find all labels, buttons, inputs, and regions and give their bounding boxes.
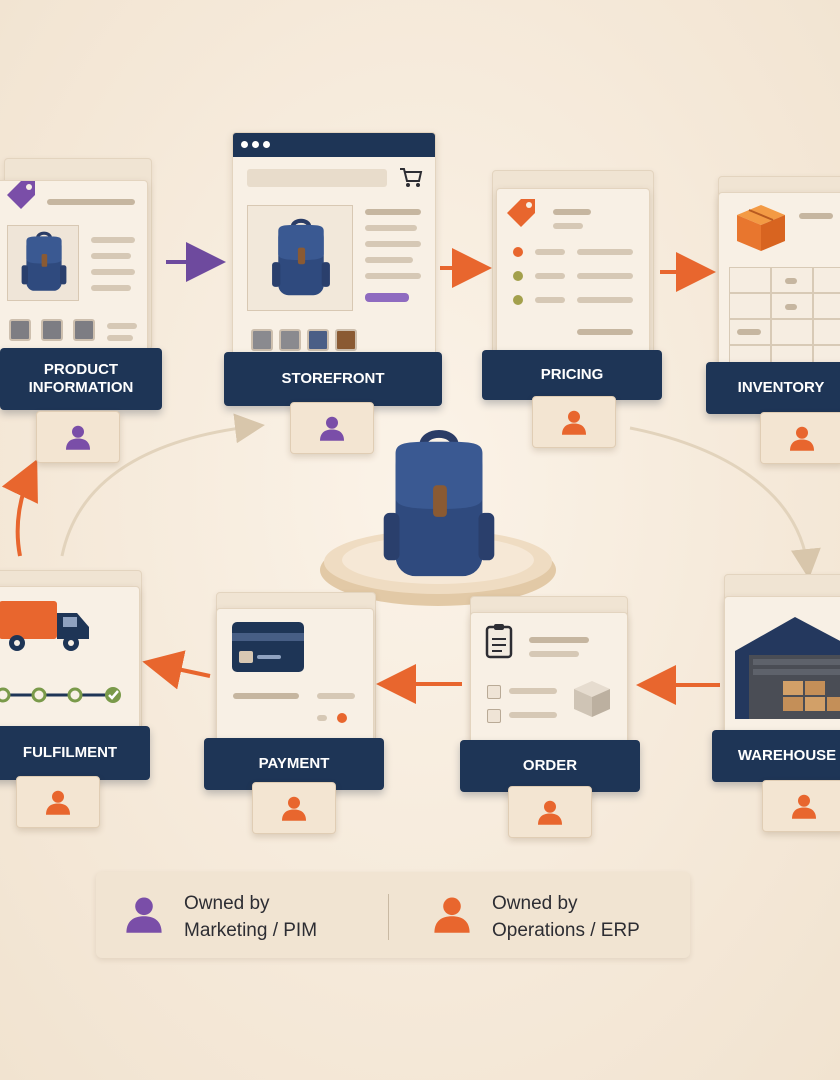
person-icon xyxy=(787,423,817,453)
browser-titlebar xyxy=(233,133,435,157)
legend-divider xyxy=(388,894,389,940)
add-to-cart-button[interactable] xyxy=(365,293,409,302)
owner-badge-operations xyxy=(16,776,100,828)
legend-marketing-line2: Marketing / PIM xyxy=(184,920,318,941)
stage-label-warehouse: WAREHOUSE xyxy=(712,730,840,782)
cycle-arc-right xyxy=(629,426,821,579)
person-icon xyxy=(535,797,565,827)
person-icon xyxy=(122,892,166,936)
price-tag-icon xyxy=(7,181,35,209)
cycle-arc-left xyxy=(60,413,265,557)
arrow-fulfilment-to-product xyxy=(1,459,38,557)
owner-badge-marketing xyxy=(290,402,374,454)
owner-badge-operations xyxy=(532,396,616,448)
center-product xyxy=(316,424,560,614)
credit-card-icon xyxy=(232,622,304,672)
product-image xyxy=(247,205,353,311)
product-image xyxy=(7,225,79,301)
stage-label-pricing: PRICING xyxy=(482,350,662,400)
stage-pricing[interactable]: PRICING xyxy=(482,170,662,452)
stage-label-product-information: PRODUCT INFORMATION xyxy=(0,348,162,410)
person-icon xyxy=(559,407,589,437)
checkbox[interactable] xyxy=(487,709,501,723)
warehouse-icon xyxy=(735,617,840,719)
checkbox[interactable] xyxy=(487,685,501,699)
arrow-payment-to-fulfilment xyxy=(142,650,211,690)
stage-order[interactable]: ORDER xyxy=(460,596,644,840)
backpack-icon xyxy=(270,214,332,302)
legend-operations-line1: Owned by xyxy=(492,893,578,914)
owner-badge-operations xyxy=(762,780,840,832)
owner-badge-operations xyxy=(760,412,840,464)
person-icon xyxy=(63,422,93,452)
stage-inventory[interactable]: INVENTORY xyxy=(706,176,840,466)
shopping-cart-icon[interactable] xyxy=(399,167,423,189)
backpack-icon xyxy=(374,426,504,584)
stage-warehouse[interactable]: WAREHOUSE xyxy=(712,574,840,836)
stage-fulfilment[interactable]: FULFILMENT xyxy=(0,570,154,834)
legend-operations-text: Owned by Operations / ERP xyxy=(492,890,640,944)
person-icon xyxy=(789,791,819,821)
tracking-progress xyxy=(0,687,121,703)
person-icon xyxy=(430,892,474,936)
clipboard-icon xyxy=(485,624,513,659)
price-tag-icon xyxy=(507,199,535,227)
box-icon xyxy=(574,681,610,717)
legend-operations-line2: Operations / ERP xyxy=(492,920,640,941)
owner-badge-operations xyxy=(252,782,336,834)
stage-label-storefront: STOREFRONT xyxy=(224,352,442,406)
person-icon xyxy=(279,793,309,823)
legend-marketing-line1: Owned by xyxy=(184,893,270,914)
owner-badge-operations xyxy=(508,786,592,838)
legend-marketing-text: Owned by Marketing / PIM xyxy=(184,890,317,944)
stage-label-payment: PAYMENT xyxy=(204,738,384,790)
stage-payment[interactable]: PAYMENT xyxy=(204,592,388,840)
stage-label-order: ORDER xyxy=(460,740,640,792)
owner-badge-marketing xyxy=(36,411,120,463)
box-icon xyxy=(737,205,785,251)
stage-label-fulfilment: FULFILMENT xyxy=(0,726,150,780)
search-input[interactable] xyxy=(247,169,387,187)
backpack-icon xyxy=(20,230,68,294)
person-icon xyxy=(43,787,73,817)
stage-storefront[interactable]: STOREFRONT xyxy=(224,132,444,454)
legend: Owned by Marketing / PIM Owned by Operat… xyxy=(96,872,690,958)
stage-product-information[interactable]: PRODUCT INFORMATION xyxy=(0,158,172,463)
delivery-truck-icon xyxy=(0,601,89,651)
stage-label-inventory: INVENTORY xyxy=(706,362,840,414)
